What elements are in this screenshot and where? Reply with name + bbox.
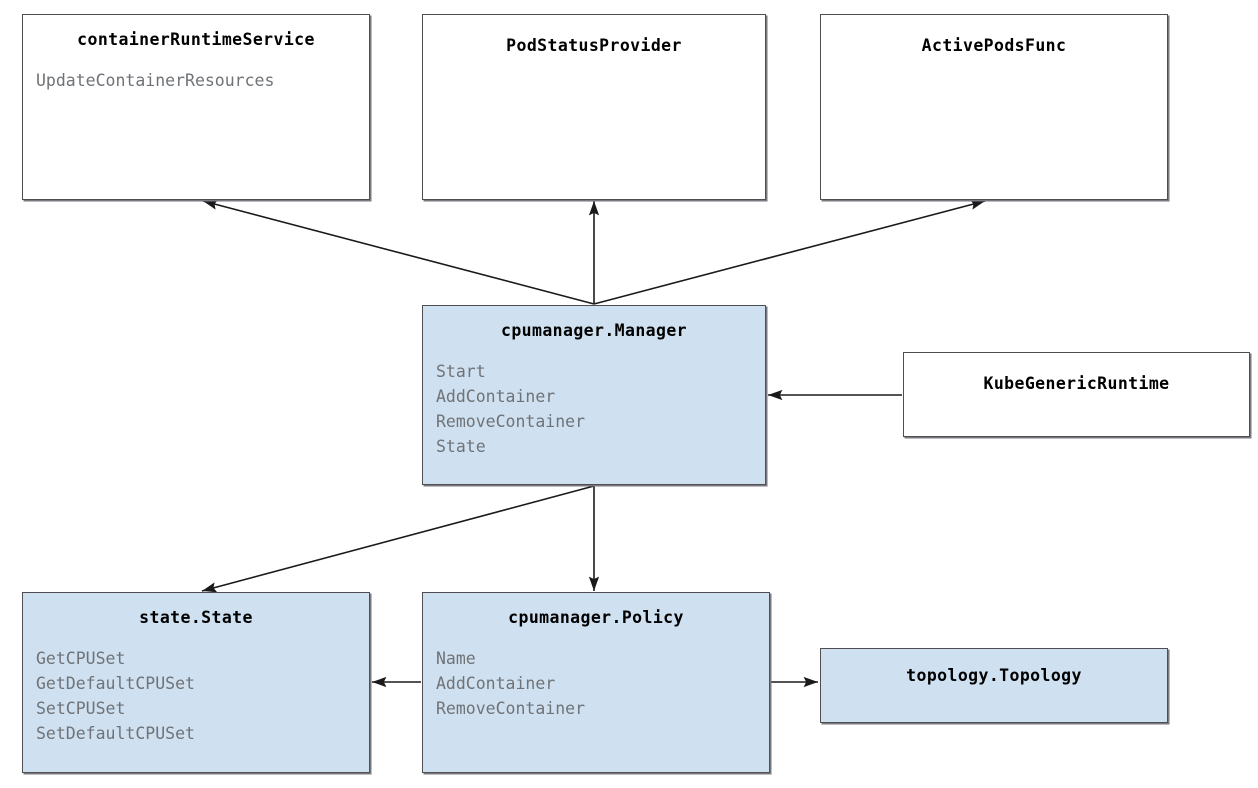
node-member: RemoveContainer — [436, 412, 586, 432]
node-title: ActivePodsFunc — [921, 36, 1067, 55]
node-member: SetDefaultCPUSet — [36, 724, 195, 744]
node-members: Start AddContainer RemoveContainer State — [423, 359, 765, 459]
node-members: UpdateContainerResources — [23, 68, 369, 93]
node-title: state.State — [139, 608, 253, 627]
node-pod-status-provider[interactable]: PodStatusProvider — [422, 14, 766, 200]
node-kube-generic-runtime[interactable]: KubeGenericRuntime — [903, 352, 1250, 437]
node-container-runtime-service[interactable]: containerRuntimeService UpdateContainerR… — [22, 14, 370, 200]
node-title: containerRuntimeService — [77, 30, 315, 49]
node-title: cpumanager.Manager — [500, 321, 687, 340]
node-state-state[interactable]: state.State GetCPUSet GetDefaultCPUSet S… — [22, 592, 370, 773]
node-members: GetCPUSet GetDefaultCPUSet SetCPUSet Set… — [23, 646, 369, 746]
node-cpumanager-manager[interactable]: cpumanager.Manager Start AddContainer Re… — [422, 305, 766, 485]
node-member: AddContainer — [436, 674, 556, 694]
node-cpumanager-policy[interactable]: cpumanager.Policy Name AddContainer Remo… — [422, 592, 770, 773]
edge-manager-to-container-runtime-service — [202, 199, 595, 305]
node-topology-topology[interactable]: topology.Topology — [820, 648, 1168, 723]
node-member: RemoveContainer — [436, 699, 586, 719]
node-member: SetCPUSet — [36, 699, 126, 719]
edge-manager-to-state-state — [201, 485, 595, 593]
edge-manager-to-active-pods-func — [593, 199, 986, 305]
node-member: AddContainer — [436, 387, 556, 407]
node-members: Name AddContainer RemoveContainer — [423, 646, 769, 721]
node-title: topology.Topology — [906, 666, 1082, 685]
node-member: UpdateContainerResources — [36, 70, 275, 90]
node-title: cpumanager.Policy — [508, 608, 684, 627]
node-member: Start — [436, 361, 486, 381]
node-member: GetDefaultCPUSet — [36, 674, 195, 694]
node-active-pods-func[interactable]: ActivePodsFunc — [820, 14, 1168, 200]
node-title: PodStatusProvider — [506, 36, 682, 55]
node-title: KubeGenericRuntime — [983, 374, 1170, 393]
node-member: GetCPUSet — [36, 648, 126, 668]
node-member: Name — [436, 648, 476, 668]
node-member: State — [436, 437, 486, 457]
